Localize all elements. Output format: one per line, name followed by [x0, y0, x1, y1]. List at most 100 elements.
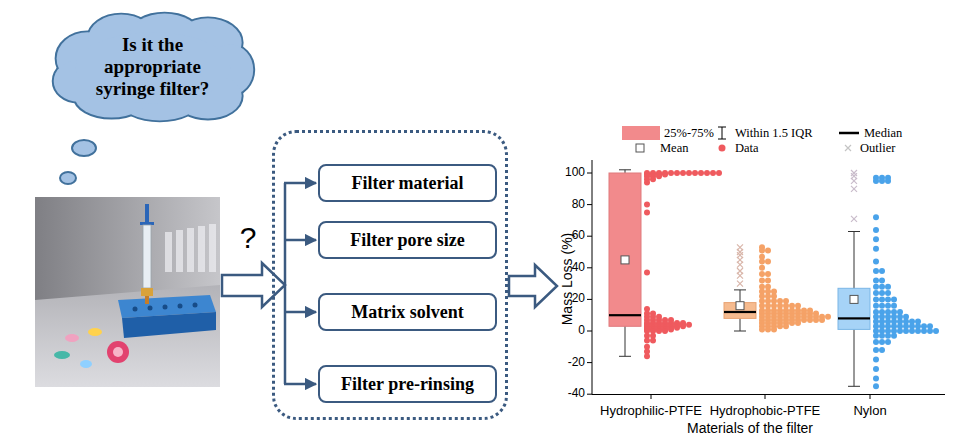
data-point [771, 326, 777, 332]
category-label: Nylon [853, 404, 886, 418]
factor-box: Filter pre-rinsing [318, 365, 497, 403]
tick-label: 40 [572, 261, 585, 274]
data-icon [719, 145, 726, 152]
dotted-group: Filter materialFilter pore sizeMatrix so… [272, 130, 508, 420]
outlier-icon [845, 145, 851, 151]
data-point [885, 296, 891, 302]
data-point [644, 202, 650, 208]
data-point [644, 353, 650, 359]
data-point [759, 277, 765, 283]
data-point [795, 320, 801, 326]
data-point [825, 314, 831, 320]
lab-photo [35, 197, 220, 387]
factor-box: Matrix solvent [318, 293, 497, 331]
legend-label: Data [735, 141, 759, 155]
data-point [909, 328, 915, 334]
data-point [879, 290, 885, 296]
data-point [777, 323, 783, 329]
data-point [933, 328, 939, 334]
axis-title: Mass Loss (%) [560, 233, 575, 326]
tick-label: 20 [572, 293, 585, 306]
data-point [674, 325, 680, 331]
data-point [668, 326, 674, 332]
data-point [915, 328, 921, 334]
tick-label: 60 [572, 230, 585, 243]
branch-arrows [284, 183, 316, 384]
data-point [873, 258, 879, 264]
data-point [674, 170, 680, 176]
data-point [873, 246, 879, 252]
chart-axes [587, 160, 945, 399]
data-point [813, 317, 819, 323]
data-point [765, 247, 771, 253]
data-point [873, 366, 879, 372]
data-point [680, 170, 686, 176]
data-point [921, 328, 927, 334]
branch-trunk [284, 183, 287, 384]
data-point [879, 284, 885, 290]
median-icon [839, 132, 859, 135]
data-point [716, 170, 722, 176]
data-point [873, 333, 879, 339]
data-point [650, 176, 656, 182]
data-point [885, 284, 891, 290]
factor-label: Filter pre-rinsing [341, 374, 474, 394]
category-label: Hydrophilic-PTFE [600, 404, 702, 418]
legend-label: Mean [660, 141, 688, 155]
factor-box: Filter pore size [318, 221, 497, 259]
legend-label: 25%-75% [664, 126, 714, 140]
data-point [765, 271, 771, 277]
data-point [873, 178, 879, 184]
data-point [873, 227, 879, 233]
bubble-tail [72, 140, 96, 156]
thought-cloud: Is it the appropriate syringe filter? [45, 8, 260, 126]
data-point [759, 265, 765, 271]
data-point [873, 290, 879, 296]
data-point [650, 337, 656, 343]
data-point [801, 317, 807, 323]
data-point [662, 328, 668, 334]
data-point [873, 296, 879, 302]
data-point [789, 320, 795, 326]
data-point [819, 317, 825, 323]
data-point [656, 328, 662, 334]
data-points [644, 170, 722, 359]
data-point [644, 210, 650, 216]
factor-box: Filter material [318, 164, 497, 202]
data-point [879, 178, 885, 184]
data-point [879, 339, 885, 345]
tick-label: -40 [568, 388, 585, 401]
data-point [879, 268, 885, 274]
data-point [885, 290, 891, 296]
data-point [686, 170, 692, 176]
data-point [885, 333, 891, 339]
tick-label: 80 [572, 198, 585, 211]
data-point [686, 322, 692, 328]
data-point [891, 296, 897, 302]
legend-label: Within 1.5 IQR [735, 126, 813, 140]
data-point [873, 214, 879, 220]
data-point [644, 270, 650, 276]
data-point [891, 333, 897, 339]
data-point [759, 258, 765, 264]
data-point [765, 258, 771, 264]
data-point [879, 303, 885, 309]
data-point [710, 170, 716, 176]
data-point [873, 347, 879, 353]
whisker-icon [718, 127, 726, 139]
data-point [903, 328, 909, 334]
data-point [807, 317, 813, 323]
data-point [873, 303, 879, 309]
data-point [680, 323, 686, 329]
factor-label: Matrix solvent [351, 302, 463, 322]
data-points [759, 244, 831, 332]
category-label: Hydrophobic-PTFE [710, 404, 821, 418]
question-text: Is it the appropriate syringe filter? [78, 34, 228, 100]
tick-label: -20 [568, 356, 585, 369]
data-point [873, 277, 879, 283]
data-point [644, 179, 650, 185]
question-mark: ? [240, 221, 257, 254]
data-point [759, 326, 765, 332]
data-point [873, 339, 879, 345]
bubble-tail [60, 172, 76, 184]
